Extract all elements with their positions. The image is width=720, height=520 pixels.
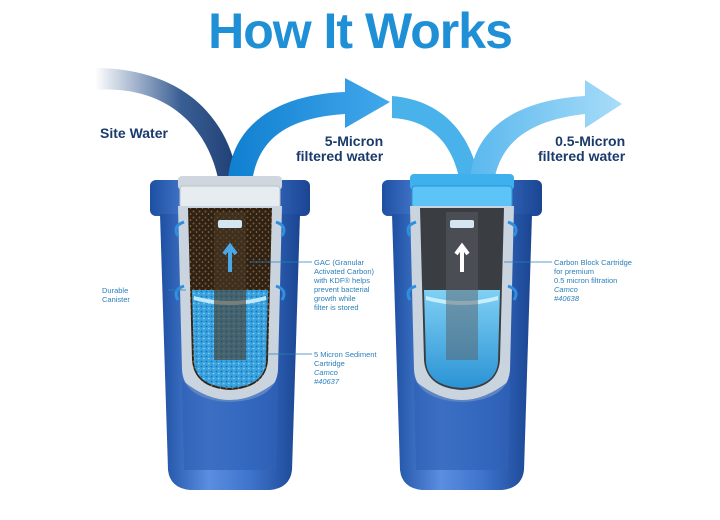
sediment-brand: Camco xyxy=(314,368,338,377)
leader-lines xyxy=(168,261,552,355)
stage1-output-arrow xyxy=(228,78,390,182)
carbon-block-line: for premium xyxy=(554,267,595,276)
stage2-output-label: 0.5-Micron filtered water xyxy=(538,134,625,164)
stage1-output-label: 5-Micron filtered water xyxy=(296,134,383,164)
flow-arrows xyxy=(174,220,518,301)
stage2-output-arrow xyxy=(470,80,622,182)
site-water-arrow xyxy=(95,68,238,178)
gac-line: Activated Carbon) xyxy=(314,267,375,276)
site-water-label: Site Water xyxy=(100,126,168,141)
carbon-brand: Camco xyxy=(554,285,578,294)
stage2-output-line2: filtered water xyxy=(538,148,626,164)
stage2-output-line1: 0.5-Micron xyxy=(555,133,626,149)
canister-callout-line2: Canister xyxy=(102,295,130,304)
gac-line: with KDF® helps xyxy=(314,276,370,285)
carbon-block-callout: Carbon Block Cartridge for premium 0.5 m… xyxy=(554,258,632,303)
page-title: How It Works xyxy=(208,3,513,59)
stage2-input-arrow xyxy=(392,96,480,182)
gac-line: prevent bacterial xyxy=(314,285,370,294)
site-water-text: Site Water xyxy=(100,125,168,141)
gac-line: filter is stored xyxy=(314,303,359,312)
gac-line: GAC (Granular xyxy=(314,258,365,267)
canister-callout-line1: Durable xyxy=(102,286,129,295)
sediment-line: 5 Micron Sediment xyxy=(314,350,377,359)
carbon-part-number: #40638 xyxy=(554,294,580,303)
sediment-callout: 5 Micron Sediment Cartridge Camco #40637 xyxy=(314,350,377,386)
gac-line: growth while xyxy=(314,294,356,303)
sediment-part-number: #40637 xyxy=(314,377,340,386)
stage1-output-line2: filtered water xyxy=(296,148,384,164)
sediment-line: Cartridge xyxy=(314,359,345,368)
carbon-block-line: Carbon Block Cartridge xyxy=(554,258,632,267)
carbon-block-line: 0.5 micron filtration xyxy=(554,276,618,285)
stage1-output-line1: 5-Micron xyxy=(324,133,384,149)
canister-1 xyxy=(150,176,310,490)
canister-callout: Durable Canister xyxy=(102,286,130,304)
canister-2 xyxy=(382,174,542,490)
gac-callout: GAC (Granular Activated Carbon) with KDF… xyxy=(314,258,374,312)
